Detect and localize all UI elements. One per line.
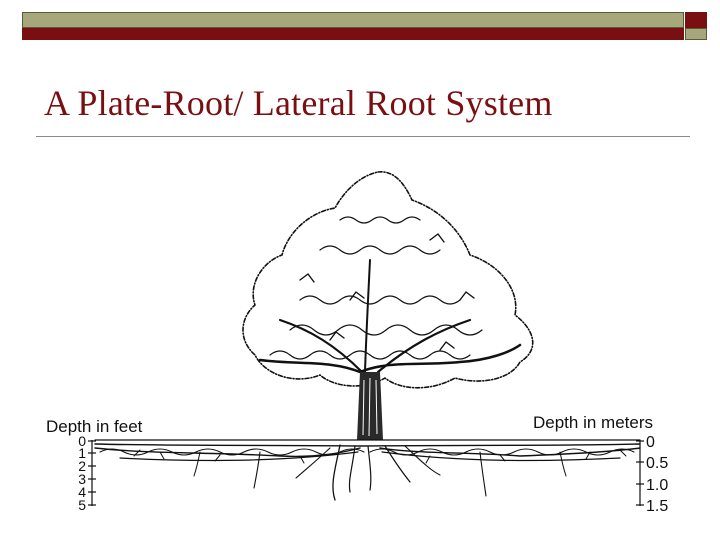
feet-tick-1: 1 (78, 445, 86, 461)
root-plate (94, 439, 641, 501)
feet-tick-2: 2 (78, 458, 86, 474)
meters-tick-1: 0.5 (646, 455, 668, 472)
header-bar-olive (22, 12, 684, 28)
header-bar-red (22, 28, 684, 40)
title-divider (36, 136, 690, 137)
feet-tick-labels: 0 1 2 3 4 5 (78, 433, 86, 513)
meters-tick-3: 1.5 (646, 498, 668, 515)
depth-feet-label: Depth in feet (46, 417, 143, 436)
feet-tick-3: 3 (78, 471, 86, 487)
header-corner-red (685, 12, 707, 28)
meters-scale (636, 440, 644, 506)
tree-trunk (357, 372, 383, 440)
feet-tick-0: 0 (78, 433, 86, 449)
feet-tick-4: 4 (78, 484, 86, 500)
tree-canopy (242, 171, 534, 389)
feet-tick-5: 5 (78, 497, 86, 513)
depth-meters-label: Depth in meters (533, 413, 653, 432)
tree-root-illustration: Depth in feet Depth in meters 0 1 2 3 4 … (46, 171, 668, 515)
meters-tick-0: 0 (646, 434, 655, 451)
feet-scale (88, 440, 96, 506)
slide-title: A Plate-Root/ Lateral Root System (44, 83, 553, 123)
header-corner-olive (685, 28, 707, 40)
meters-tick-labels: 0 0.5 1.0 1.5 (646, 434, 668, 515)
meters-tick-2: 1.0 (646, 477, 668, 494)
